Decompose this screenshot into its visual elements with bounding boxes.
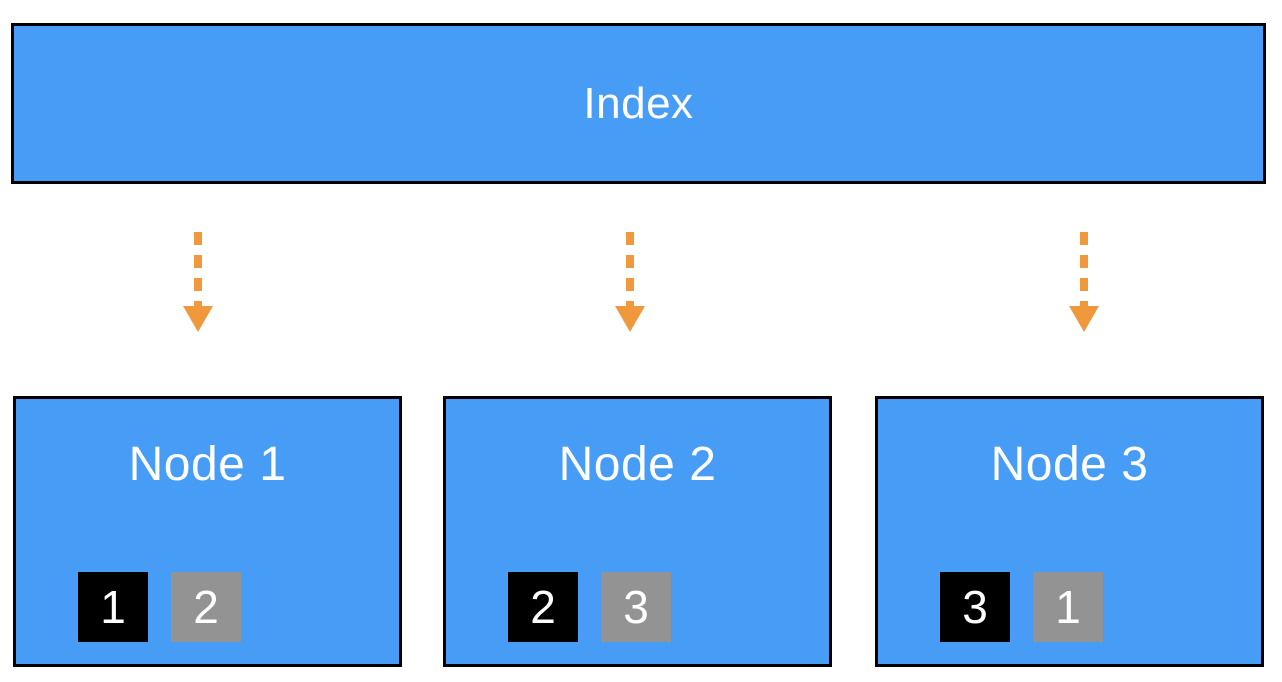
node-box-3: Node 3 3 1 — [875, 396, 1264, 667]
node-1-label: Node 1 — [128, 438, 287, 491]
index-box: Index — [11, 23, 1266, 184]
gray-shard-square: 1 — [1033, 572, 1103, 642]
node-box-1: Node 1 1 2 — [13, 396, 402, 667]
black-shard-square: 3 — [940, 572, 1010, 642]
node-box-2: Node 2 2 3 — [443, 396, 832, 667]
node-3-label: Node 3 — [990, 438, 1149, 491]
arrow-down-icon — [183, 232, 213, 332]
node-3-shards: 3 1 — [940, 572, 1103, 642]
node-2-shards: 2 3 — [508, 572, 671, 642]
gray-shard-square: 2 — [171, 572, 241, 642]
black-shard-square: 2 — [508, 572, 578, 642]
gray-shard-square: 3 — [601, 572, 671, 642]
arrow-down-icon — [1069, 232, 1099, 332]
index-label: Index — [583, 78, 694, 128]
arrow-down-icon — [615, 232, 645, 332]
black-shard-square: 1 — [78, 572, 148, 642]
node-2-label: Node 2 — [558, 438, 717, 491]
node-1-shards: 1 2 — [78, 572, 241, 642]
